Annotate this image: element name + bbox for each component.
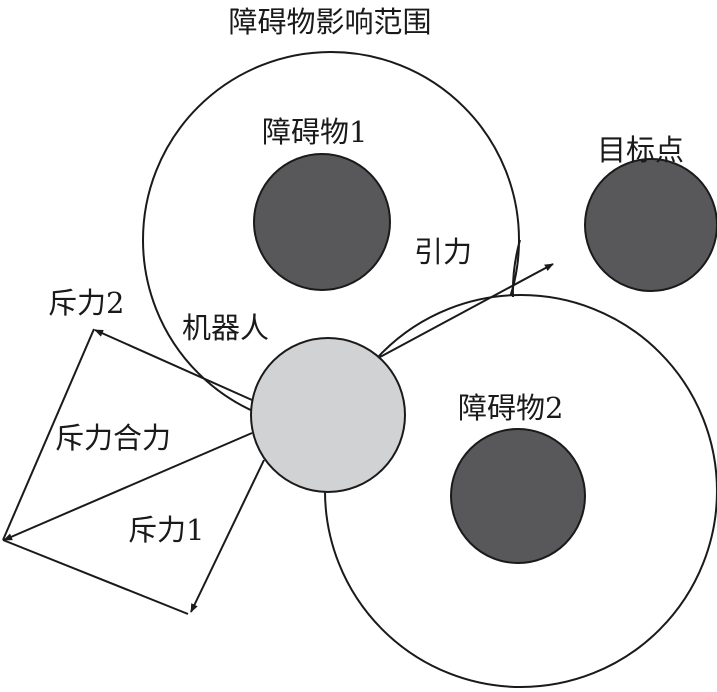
parallelogram-edge-left — [2, 328, 95, 541]
obstacle1 — [253, 153, 391, 291]
target-label: 目标点 — [597, 133, 684, 167]
attraction-arrow — [379, 263, 554, 358]
attraction-label: 引力 — [414, 235, 472, 269]
obstacle1-range-overlap-arc — [511, 239, 521, 298]
robot — [250, 337, 406, 493]
repulsion2-arrow — [94, 329, 253, 401]
obstacle1-label: 障碍物1 — [262, 115, 367, 149]
title: 障碍物影响范围 — [228, 5, 431, 39]
obstacle2 — [450, 428, 586, 564]
resultant-label: 斥力合力 — [55, 421, 171, 455]
robot-label: 机器人 — [182, 311, 269, 345]
parallelogram-edge-bottom — [2, 539, 189, 615]
resultant-repulsion-arrow — [3, 432, 253, 541]
target-point — [584, 158, 717, 292]
obstacle2-label: 障碍物2 — [458, 391, 563, 425]
repulsion2-label: 斥力2 — [48, 286, 124, 320]
repulsion1-label: 斥力1 — [128, 513, 204, 547]
repulsion1-arrow — [190, 459, 265, 613]
